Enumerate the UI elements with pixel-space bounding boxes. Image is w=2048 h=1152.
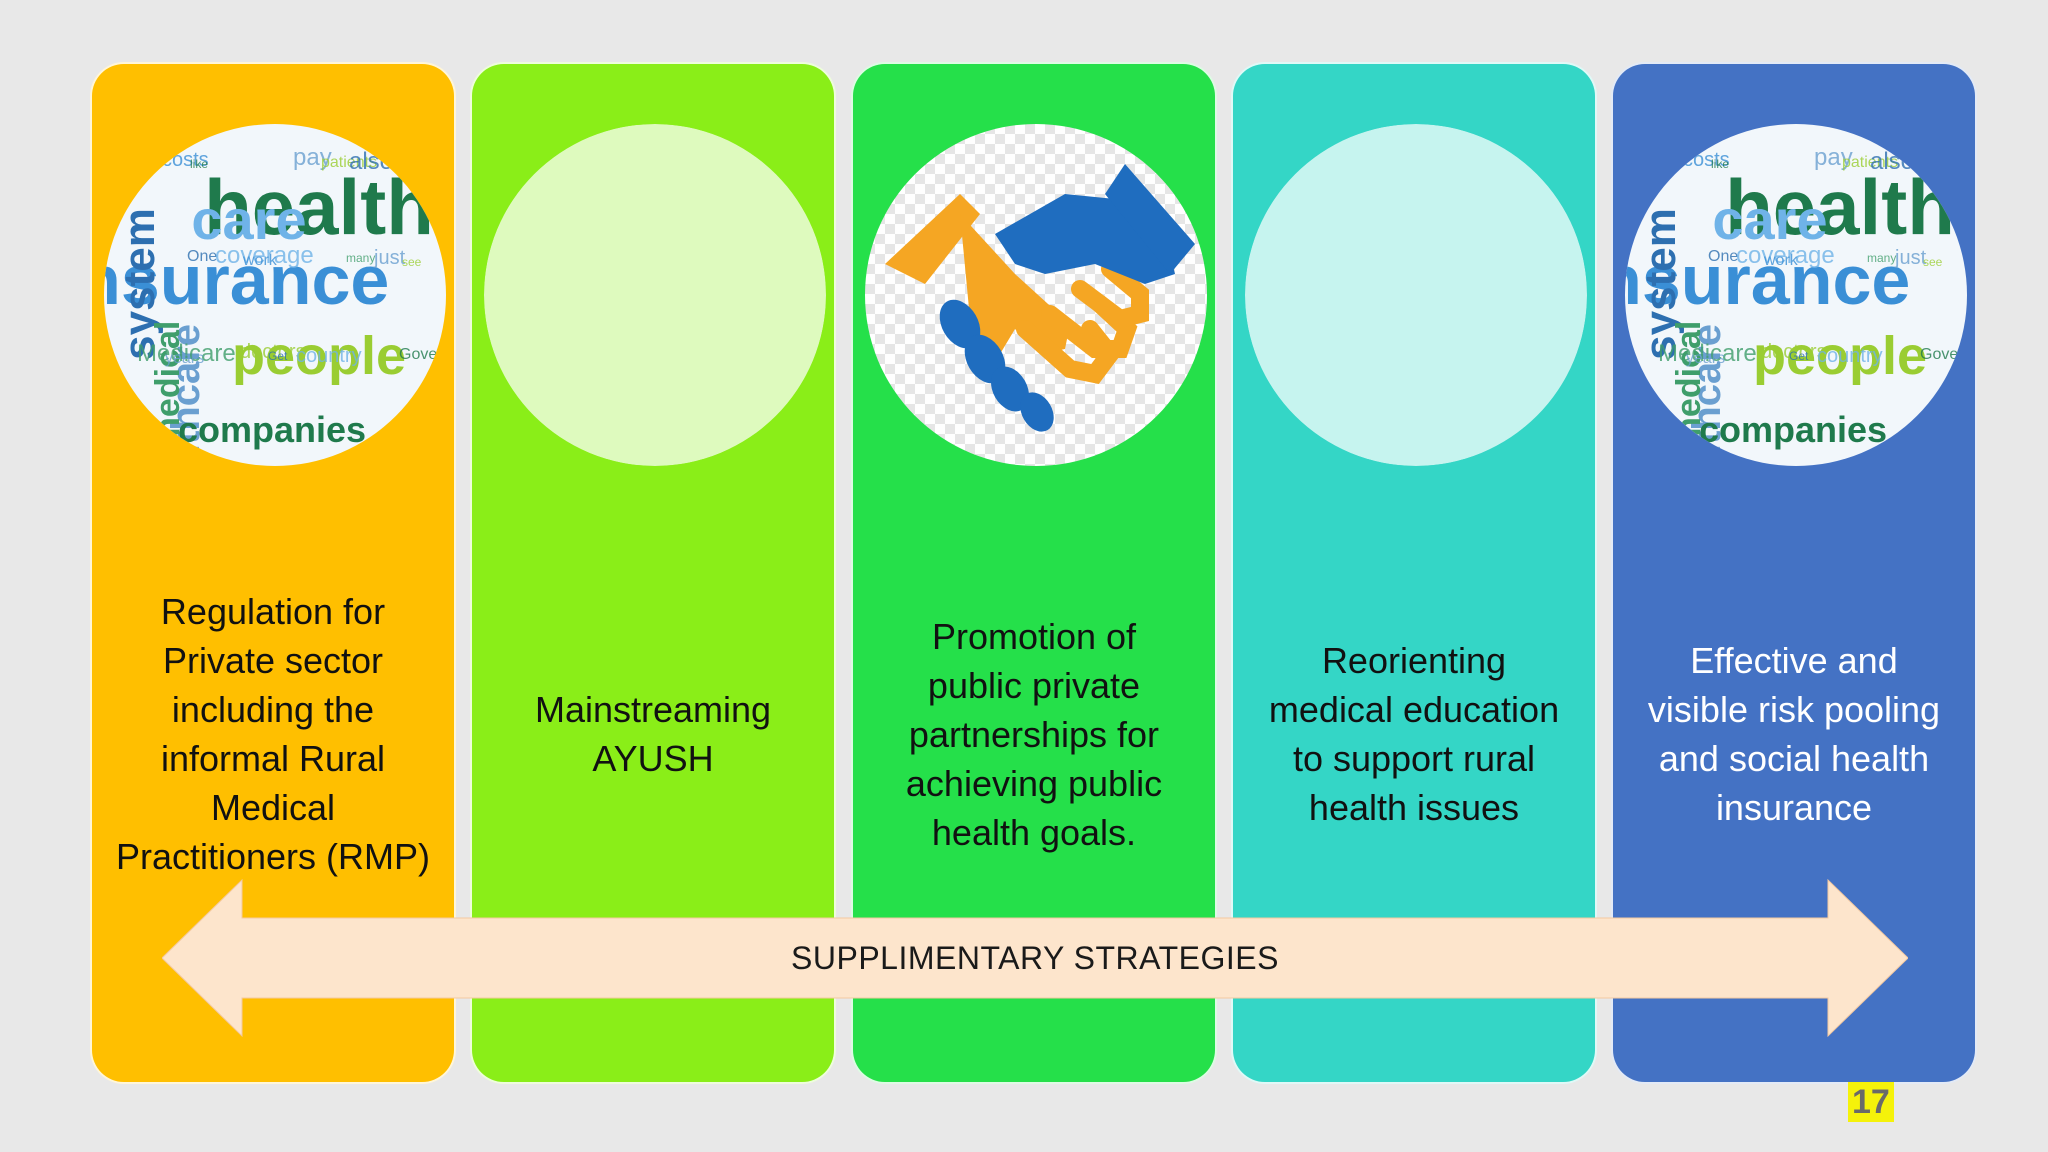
word-cloud-word: One (187, 248, 217, 265)
double-arrow-shape (162, 878, 1908, 1038)
word-cloud-word: see (1923, 255, 1943, 269)
word-cloud-word: doctors (240, 341, 306, 363)
strategy-card-medical-education: Reorienting medical education to support… (1231, 62, 1597, 1084)
word-cloud-word: coverage (1736, 242, 1835, 269)
word-cloud-image: healthinsurancecaresystempeoplehealthcar… (1625, 124, 1967, 466)
word-cloud-word: coverage (215, 242, 314, 269)
word-cloud-word: work (1763, 252, 1799, 269)
word-cloud-image: healthinsurancecaresystempeoplehealthcar… (104, 124, 446, 466)
arrow-label: SUPPLIMENTARY STRATEGIES (791, 939, 1279, 976)
word-cloud-word: also (349, 148, 393, 175)
handshake-icon (865, 124, 1207, 466)
strategy-card-ayush: Mainstreaming AYUSH (470, 62, 836, 1084)
word-cloud-graphic: healthinsurancecaresystempeoplehealthcar… (104, 124, 446, 466)
word-cloud-word: health (1725, 163, 1955, 251)
word-cloud-word: patients (321, 154, 377, 171)
word-cloud-word: like (1711, 157, 1729, 171)
strategy-card-regulation: healthinsurancecaresystempeoplehealthcar… (90, 62, 456, 1084)
word-cloud-word: insurance (104, 241, 389, 319)
word-cloud-word: see (402, 255, 422, 269)
strategy-card-ppp: Promotion of public private partnerships… (851, 62, 1217, 1084)
word-cloud-word: just (1894, 247, 1927, 269)
word-cloud-word: Government (399, 346, 446, 363)
card-text: Promotion of public private partnerships… (905, 615, 1163, 853)
word-cloud-word: pay (1814, 144, 1853, 171)
page-number: 17 (1848, 1082, 1894, 1122)
word-cloud-word: years (165, 350, 204, 367)
word-cloud-word: Medicare (137, 340, 236, 367)
word-cloud-word: system (1636, 208, 1685, 360)
word-cloud-graphic: healthinsurancecaresystempeoplehealthcar… (1625, 124, 1967, 466)
word-cloud-word: country (1817, 345, 1883, 367)
strategy-card-insurance: healthinsurancecaresystempeoplehealthcar… (1611, 62, 1977, 1084)
word-cloud-word: Medicare (1658, 340, 1757, 367)
word-cloud-word: health (204, 163, 434, 251)
card-text: Regulation for Private sector including … (115, 591, 431, 877)
word-cloud-word: system (115, 208, 164, 360)
word-cloud-word: work (242, 252, 278, 269)
word-cloud-word: many (346, 251, 375, 265)
word-cloud-word: also (1870, 148, 1914, 175)
word-cloud-word: people (232, 326, 406, 386)
double-arrow: SUPPLIMENTARY STRATEGIES (162, 878, 1908, 1038)
word-cloud-word: just (373, 247, 406, 269)
word-cloud-word: doctors (1761, 341, 1827, 363)
word-cloud-word: pay (293, 144, 332, 171)
word-cloud-word: need (134, 153, 161, 167)
word-cloud-word: Government (1920, 346, 1967, 363)
word-cloud-word: care (1712, 188, 1827, 251)
word-cloud-word: like (190, 157, 208, 171)
word-cloud-word: country (296, 345, 362, 367)
word-cloud-word: Get (1789, 349, 1809, 363)
card-text: Reorienting medical education to support… (1268, 640, 1560, 828)
word-cloud-word: companies (178, 409, 366, 450)
blank-circle-image (1245, 124, 1587, 466)
word-cloud-word: people (1753, 326, 1927, 386)
word-cloud-word: One (1708, 248, 1738, 265)
word-cloud-word: years (1686, 350, 1725, 367)
word-cloud-word: need (1655, 153, 1682, 167)
blank-circle-image (484, 124, 826, 466)
card-text: Effective and visible risk pooling and s… (1647, 640, 1941, 828)
word-cloud-word: insurance (1625, 241, 1910, 319)
word-cloud-word: care (191, 188, 306, 251)
word-cloud-word: patients (1842, 154, 1898, 171)
word-cloud-word: many (1867, 251, 1896, 265)
word-cloud-word: Get (268, 349, 288, 363)
card-text: Mainstreaming AYUSH (534, 689, 772, 779)
word-cloud-word: companies (1699, 409, 1887, 450)
